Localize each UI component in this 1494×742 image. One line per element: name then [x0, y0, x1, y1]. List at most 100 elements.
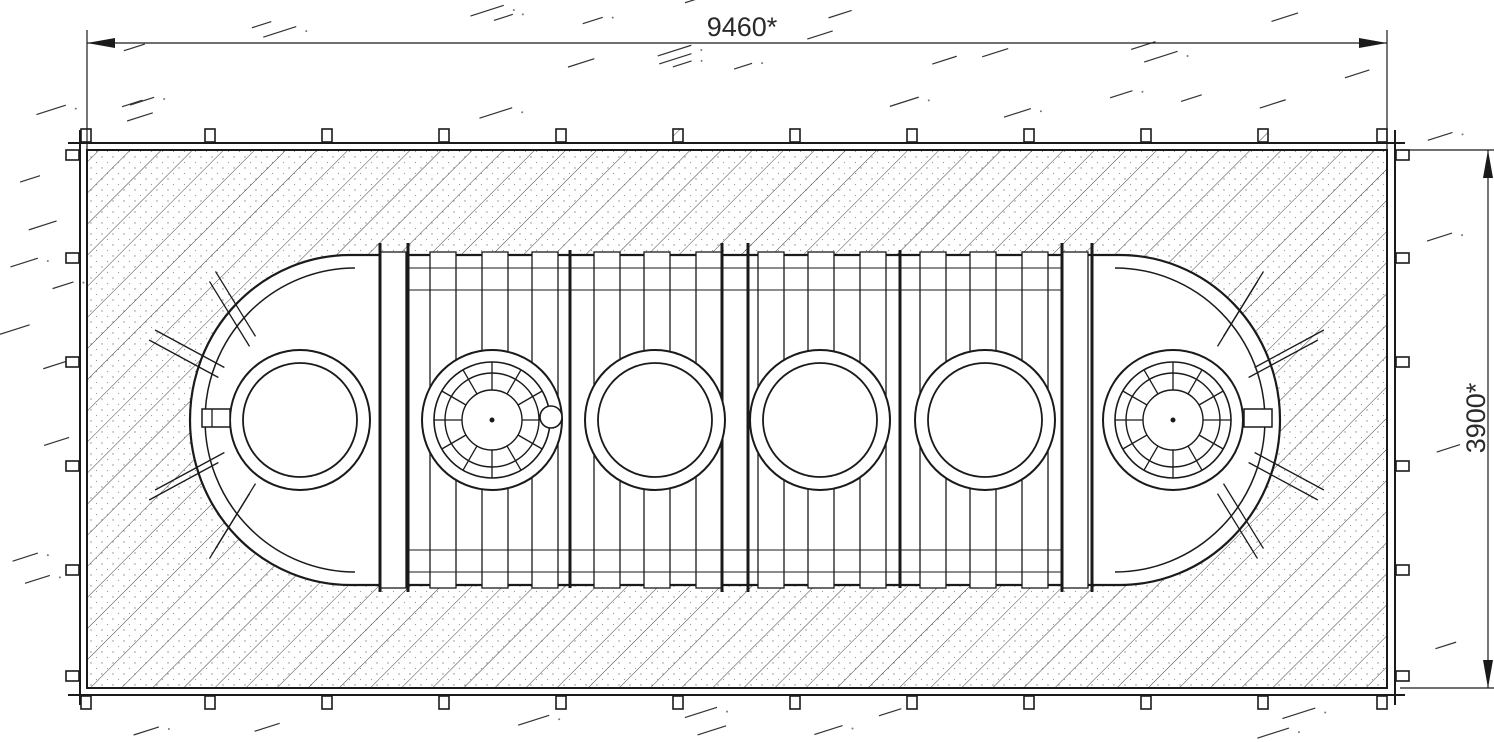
opening-inner [927, 362, 1043, 478]
grille-spoke [462, 369, 478, 395]
grille-spoke [1122, 434, 1148, 450]
cap-rib [148, 461, 219, 501]
shoring-post-top [1257, 128, 1269, 143]
soil-dot [46, 554, 49, 557]
soil-dot [521, 111, 524, 114]
shoring-post-left [65, 564, 80, 576]
soil-dot [167, 727, 170, 730]
soil-dash [1282, 707, 1316, 720]
pipe-fitting [539, 405, 563, 429]
shoring-post-bottom [321, 695, 333, 710]
soil-dash [567, 58, 595, 68]
soil-dot [74, 107, 77, 110]
soil-dash [807, 30, 833, 40]
grille-spoke [1198, 434, 1224, 450]
soil-dash [672, 60, 692, 68]
soil-dash [982, 47, 1009, 58]
soil-dash [19, 175, 41, 183]
shoring-post-top [1023, 128, 1035, 143]
grille-spoke [506, 369, 522, 395]
soil-dash [878, 708, 902, 717]
shoring-post-right [1395, 564, 1410, 576]
shoring-post-right [1395, 460, 1410, 472]
soil-dot [1461, 133, 1464, 136]
shoring-post-top [204, 128, 216, 143]
shoring-post-bottom [204, 695, 216, 710]
soil-dash [493, 13, 514, 21]
corrugation-rib [379, 251, 407, 589]
soil-dash [1143, 50, 1178, 63]
soil-dash [1436, 443, 1461, 453]
length-label: 9460* [707, 12, 778, 42]
grille-spoke [1187, 369, 1203, 395]
tank-body [188, 253, 1282, 587]
soil-dot [1141, 90, 1144, 93]
soil-dot [851, 727, 854, 730]
shoring-post-top [438, 128, 450, 143]
soil-dash [657, 44, 692, 57]
soil-dot [58, 576, 61, 579]
corrugation-rib [1061, 251, 1089, 589]
soil-dot [1186, 55, 1189, 58]
soil-dash [36, 104, 66, 116]
soil-dash [1435, 641, 1457, 650]
opening-inner [597, 362, 713, 478]
grille-spoke [506, 445, 522, 471]
excavation-pit [68, 130, 1405, 705]
soil-dot [611, 16, 614, 19]
soil-dot [700, 48, 703, 51]
shoring-post-top [555, 128, 567, 143]
length-dimension: 9460* [86, 12, 1388, 150]
cap-rib [1222, 483, 1265, 549]
shoring-post-top [789, 128, 801, 143]
opening-inner [242, 362, 358, 478]
grille-spoke [1198, 390, 1224, 406]
soil-dash [828, 9, 852, 19]
cap-rib [1254, 329, 1325, 369]
grille-center [489, 417, 495, 423]
shoring-post-left [65, 670, 80, 682]
soil-dash [1259, 99, 1286, 109]
soil-dash [263, 26, 297, 38]
soil-dash [43, 436, 70, 447]
cap-rib [208, 281, 251, 347]
cap-rib [1216, 493, 1259, 559]
shoring-post-left [65, 252, 80, 264]
soil-dot [1461, 234, 1464, 237]
soil-dot [305, 30, 308, 33]
soil-dash [1426, 232, 1453, 242]
tank-internals [148, 243, 1325, 592]
soil-dash [129, 96, 155, 106]
soil-dot [558, 718, 561, 721]
soil-dash [470, 4, 504, 17]
soil-dot [512, 9, 515, 12]
soil-dot [1297, 731, 1300, 734]
shoring-post-left [65, 460, 80, 472]
soil-dash [251, 21, 272, 29]
soil-dot [1039, 110, 1042, 113]
soil-dash [43, 360, 69, 370]
cap-rib [154, 451, 225, 491]
shoring-post-left [65, 356, 80, 368]
soil-dash [697, 725, 727, 736]
grille-spoke [441, 390, 467, 406]
soil-dash [582, 16, 603, 25]
grille-spoke [517, 390, 543, 406]
cap-rib [214, 483, 257, 549]
soil-dash [121, 99, 143, 108]
grille-spoke [517, 434, 543, 450]
cap-rib [1222, 271, 1265, 337]
soil-dash [889, 96, 919, 107]
soil-dot [521, 13, 524, 16]
soil-dash [684, 0, 696, 4]
soil-dot [82, 281, 85, 284]
shoring-post-top [906, 128, 918, 143]
cap-rib [1248, 461, 1319, 501]
shoring-post-top [1140, 128, 1152, 143]
soil-dash [12, 552, 39, 562]
soil-dot [700, 59, 703, 62]
shoring-post-right [1395, 356, 1410, 368]
shoring-post-right [1395, 670, 1410, 682]
soil-dash [659, 53, 692, 65]
